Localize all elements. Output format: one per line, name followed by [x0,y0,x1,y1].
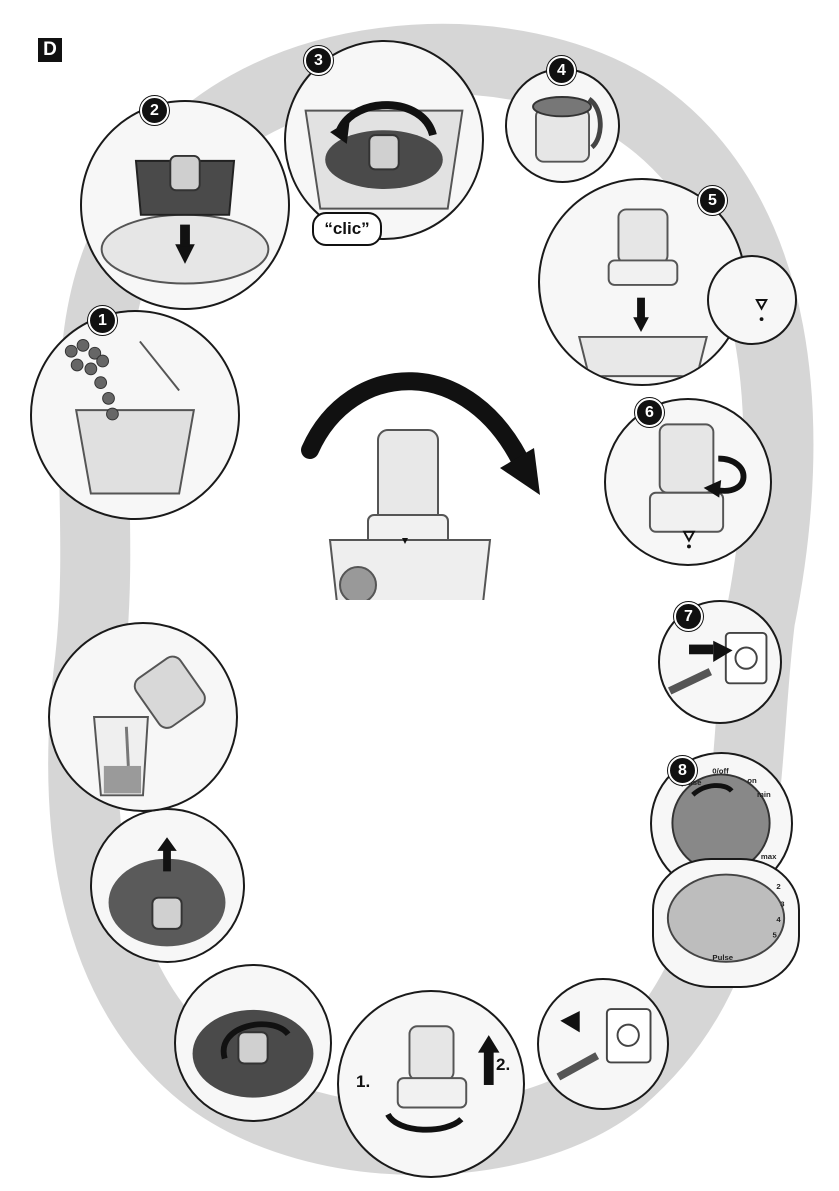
clic-sound-label: “clic” [312,212,382,246]
section-label: D [38,38,62,62]
removal-step-1-label: 1. [356,1072,371,1091]
step-1-panel [30,310,240,520]
up-arrow-icon [157,837,177,851]
wall-socket-icon [724,632,768,685]
speed-mark-4: 4 [776,915,781,924]
unplug-panel [537,978,669,1110]
central-appliance [301,372,540,600]
down-arrow-icon [633,317,649,333]
dial-label-off: 0/off [712,766,729,775]
pour-panel [48,622,238,812]
unplug-arrow-icon [560,1011,580,1033]
step-number-7: 7 [674,602,703,631]
wall-socket-icon [605,1008,652,1064]
rotate-arrow-icon [703,480,722,498]
step-4-panel [505,68,620,183]
removal-step-2-label: 2. [496,1055,511,1074]
plug-in-arrow-icon [713,640,733,662]
step-number-5: 5 [698,186,727,215]
lift-arrow-icon [477,1035,500,1053]
speed-knob-icon [339,566,377,600]
step-5-detail-panel [707,255,797,345]
dial-label-min: min [757,790,771,799]
step-2-panel [80,100,290,310]
speed-mark-3: 3 [780,900,785,909]
step-number-8: 8 [668,756,697,785]
speed-base-panel: 2 3 4 5 Pulse [652,858,800,988]
step-3-panel [284,40,484,240]
dial-label-pulse: pulse [681,778,702,787]
speed-mark-5: 5 [773,931,778,940]
step-number-2: 2 [140,96,169,125]
pulse-button-label: Pulse [712,953,733,962]
unlock-ring-panel [174,964,332,1122]
step-number-1: 1 [88,306,117,335]
dial-label-on: on [747,776,757,785]
step-number-4: 4 [547,56,576,85]
mill-jar-icon [377,429,439,526]
dial-label-max: max [761,852,777,861]
step-number-6: 6 [635,398,664,427]
step-number-3: 3 [304,46,333,75]
remove-jar-panel [337,990,525,1178]
down-arrow-icon [175,244,195,264]
mill-jar-icon [133,655,206,729]
rotate-arrow-icon [330,120,350,144]
rotation-arrow-icon [500,448,540,495]
lift-blade-panel [90,808,245,963]
speed-mark-2: 2 [776,882,780,891]
step-6-panel [604,398,772,566]
